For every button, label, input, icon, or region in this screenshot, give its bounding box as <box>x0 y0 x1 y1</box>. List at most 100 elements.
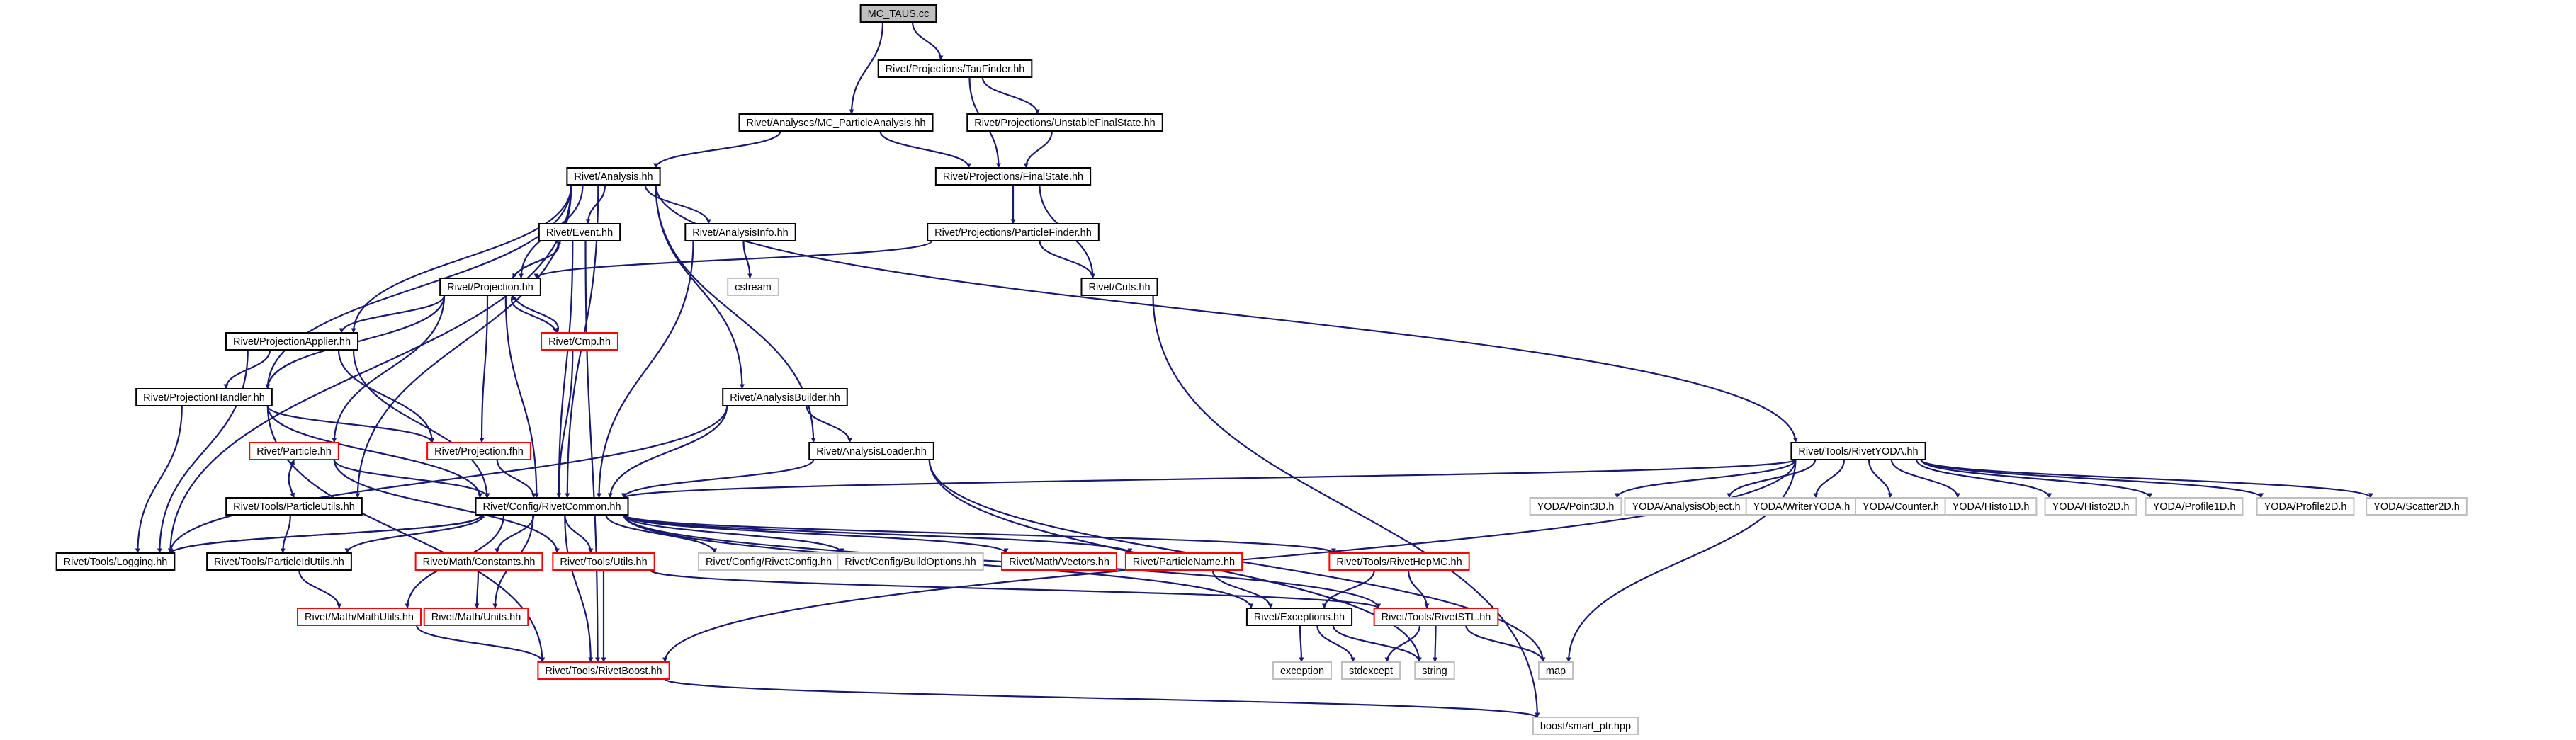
node-layer: MC_TAUS.ccRivet/Projections/TauFinder.hh… <box>55 4 2468 735</box>
edge-mathconstants-to-mathunits <box>474 569 480 609</box>
edge-projection-to-projfhh <box>479 295 489 443</box>
node-logging[interactable]: Rivet/Tools/Logging.hh <box>55 552 176 571</box>
node-box <box>697 552 840 571</box>
edge-event-to-rivetboost <box>584 240 600 663</box>
node-exception[interactable]: exception <box>1272 661 1333 680</box>
node-particleidutils[interactable]: Rivet/Tools/ParticleIdUtils.hh <box>206 552 352 571</box>
node-rivetyoda[interactable]: Rivet/Tools/RivetYODA.hh <box>1790 442 1926 460</box>
edge-mc-taus-to-taufinder <box>911 21 944 61</box>
node-rivetconfig[interactable]: Rivet/Config/RivetConfig.hh <box>697 552 840 571</box>
edge-rivetcommon-to-mathvectors <box>623 513 1009 554</box>
node-label: exception <box>1280 666 1324 677</box>
node-box <box>135 388 273 406</box>
node-mc-taus[interactable]: MC_TAUS.cc <box>859 4 937 23</box>
node-rivetstl[interactable]: Rivet/Tools/RivetSTL.hh <box>1373 608 1499 626</box>
node-yodaanalysisobject[interactable]: YODA/AnalysisObject.h <box>1624 497 1749 516</box>
node-box <box>1537 661 1574 680</box>
node-particlename[interactable]: Rivet/ParticleName.hh <box>1124 552 1243 571</box>
node-particle[interactable]: Rivet/Particle.hh <box>249 442 339 460</box>
node-box <box>1944 497 2038 516</box>
node-analysisbuilder[interactable]: Rivet/AnalysisBuilder.hh <box>722 388 848 406</box>
node-box <box>414 552 543 571</box>
node-mathconstants[interactable]: Rivet/Math/Constants.hh <box>414 552 543 571</box>
node-yodawriteryoda[interactable]: YODA/WriterYODA.h <box>1745 497 1858 516</box>
edge-analysisbuilder-to-logging <box>167 405 728 554</box>
node-toolsutils[interactable]: Rivet/Tools/Utils.hh <box>552 552 655 571</box>
node-projapplier[interactable]: Rivet/ProjectionApplier.hh <box>225 332 359 351</box>
node-unstablefs[interactable]: Rivet/Projections/UnstableFinalState.hh <box>966 113 1163 132</box>
node-yodapoint3d[interactable]: YODA/Point3D.h <box>1529 497 1622 516</box>
node-exceptions[interactable]: Rivet/Exceptions.hh <box>1245 608 1353 626</box>
node-analysisloader[interactable]: Rivet/AnalysisLoader.hh <box>808 442 934 460</box>
edge-projection-to-cmp <box>510 295 558 334</box>
node-yodaprofile2d[interactable]: YODA/Profile2D.h <box>2256 497 2355 516</box>
node-box <box>2145 497 2244 516</box>
node-rivetboost[interactable]: Rivet/Tools/RivetBoost.hh <box>537 661 670 680</box>
node-box <box>1328 552 1470 571</box>
node-smartptr[interactable]: boost/smart_ptr.hpp <box>1532 717 1639 735</box>
edge-analysis-to-projhandler <box>265 184 572 389</box>
node-label: Rivet/Math/Constants.hh <box>423 557 536 568</box>
edge-event-to-rivetcommon <box>556 240 574 499</box>
node-label: Rivet/AnalysisBuilder.hh <box>730 392 840 404</box>
node-stdexcept[interactable]: stdexcept <box>1340 661 1401 680</box>
edge-projection-to-particle <box>332 295 446 443</box>
node-rivetcommon[interactable]: Rivet/Config/RivetCommon.hh <box>475 497 629 516</box>
node-mathunits[interactable]: Rivet/Math/Units.hh <box>423 608 529 626</box>
edge-rivetstl-to-string <box>1433 625 1438 663</box>
node-buildoptions[interactable]: Rivet/Config/BuildOptions.hh <box>837 552 984 571</box>
node-event[interactable]: Rivet/Event.hh <box>538 223 621 241</box>
node-mathutils[interactable]: Rivet/Math/MathUtils.hh <box>297 608 422 626</box>
edge-rivetcommon-to-rivetboost <box>564 514 594 663</box>
node-box <box>2256 497 2355 516</box>
node-box <box>206 552 352 571</box>
edge-particleidutils-to-mathutils <box>298 569 342 609</box>
node-taufinder[interactable]: Rivet/Projections/TauFinder.hh <box>877 59 1033 78</box>
node-label: Rivet/Exceptions.hh <box>1254 612 1345 623</box>
node-mcparticle[interactable]: Rivet/Analyses/MC_ParticleAnalysis.hh <box>738 113 934 132</box>
node-yodaprofile1d[interactable]: YODA/Profile1D.h <box>2145 497 2244 516</box>
node-yodahisto2d[interactable]: YODA/Histo2D.h <box>2044 497 2137 516</box>
edge-rivetcommon-to-particlename <box>623 513 1133 554</box>
node-label: Rivet/AnalysisInfo.hh <box>692 227 788 239</box>
node-cuts[interactable]: Rivet/Cuts.hh <box>1080 278 1158 296</box>
edge-mc-taus-to-mcparticle <box>849 21 884 115</box>
node-projection[interactable]: Rivet/Projection.hh <box>439 278 541 296</box>
edge-particlefinder-to-projection <box>533 239 933 280</box>
node-label: MC_TAUS.cc <box>868 8 930 20</box>
node-box <box>2366 497 2468 516</box>
edge-exceptions-to-exception <box>1299 625 1304 663</box>
edge-rivethepmc-to-rivetstl <box>1407 569 1430 609</box>
node-label: Rivet/Math/Vectors.hh <box>1009 557 1109 568</box>
node-yodahisto1d[interactable]: YODA/Histo1D.h <box>1944 497 2038 516</box>
edge-toolsutils-to-rivetstl <box>649 569 1381 610</box>
node-particlefinder[interactable]: Rivet/Projections/ParticleFinder.hh <box>927 223 1100 241</box>
node-cstream[interactable]: cstream <box>727 278 779 296</box>
node-analysis[interactable]: Rivet/Analysis.hh <box>566 167 661 186</box>
node-map[interactable]: map <box>1537 661 1574 680</box>
edge-mcparticle-to-finalstate <box>879 130 971 169</box>
node-analysisinfo[interactable]: Rivet/AnalysisInfo.hh <box>684 223 796 241</box>
node-mathvectors[interactable]: Rivet/Math/Vectors.hh <box>1001 552 1117 571</box>
node-rivethepmc[interactable]: Rivet/Tools/RivetHepMC.hh <box>1328 552 1470 571</box>
node-particleutils[interactable]: Rivet/Tools/ParticleUtils.hh <box>225 497 363 516</box>
node-finalstate[interactable]: Rivet/Projections/FinalState.hh <box>934 167 1092 186</box>
edge-projhandler-to-projfhh <box>266 405 434 443</box>
node-box <box>684 223 796 241</box>
node-yodascatter2d[interactable]: YODA/Scatter2D.h <box>2366 497 2468 516</box>
node-box <box>297 608 422 626</box>
node-projfhh[interactable]: Rivet/Projection.fhh <box>426 442 531 460</box>
node-cmp[interactable]: Rivet/Cmp.hh <box>541 332 618 351</box>
node-box <box>249 442 339 460</box>
node-label: Rivet/ParticleName.hh <box>1133 557 1235 568</box>
edge-cuts-to-smartptr <box>1152 295 1540 718</box>
node-box <box>1414 661 1455 680</box>
node-box <box>1855 497 1947 516</box>
edge-rivetyoda-to-yodapoint3d <box>1614 459 1797 499</box>
node-label: YODA/Histo1D.h <box>1953 501 2030 513</box>
node-yodacounter[interactable]: YODA/Counter.h <box>1855 497 1947 516</box>
node-box <box>439 278 541 296</box>
node-projhandler[interactable]: Rivet/ProjectionHandler.hh <box>135 388 273 406</box>
node-string[interactable]: string <box>1414 661 1455 680</box>
edge-rivetyoda-to-yodaprofile2d <box>1920 459 2264 499</box>
